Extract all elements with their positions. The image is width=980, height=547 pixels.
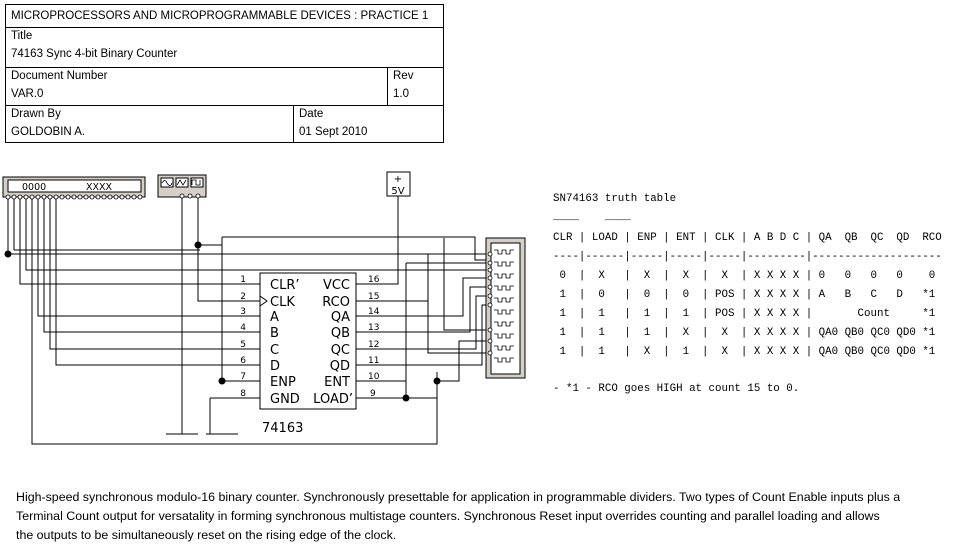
pin-13-number: 13	[368, 323, 379, 333]
drawn-by-value: GOLDOBIN A.	[11, 126, 86, 138]
square-wave-icon	[190, 177, 204, 188]
description-line: High-speed synchronous modulo-16 binary …	[16, 490, 901, 504]
chip-name: 74163	[262, 421, 303, 436]
revision-cell: Rev 1.0	[388, 68, 443, 105]
pin-15-number: 15	[368, 292, 379, 302]
chip-74163[interactable]: 1 2 3 4 5 6 7 8 16 15 14 13 12 11 10 9 C…	[240, 272, 380, 436]
truth-table-row: 1 | 1 | 1 | 1 | POS | X X X X | Count *1	[553, 308, 936, 320]
pin-7-number: 7	[240, 372, 246, 382]
truth-table-row: 1 | 0 | 0 | 0 | POS | X X X X | A B C D …	[553, 289, 936, 301]
pin-2-label: CLK	[270, 295, 295, 310]
title-block-author-row: Drawn By GOLDOBIN A. Date 01 Sept 2010	[6, 106, 443, 143]
drawn-by-cell: Drawn By GOLDOBIN A.	[6, 106, 294, 143]
truth-table-row: 1 | 1 | X | 1 | X | X X X X | QA0 QB0 QC…	[553, 346, 936, 358]
date-cell: Date 01 Sept 2010	[294, 106, 443, 143]
truth-table-row: 1 | 1 | 1 | X | X | X X X X | QA0 QB0 QC…	[553, 327, 936, 339]
pin-5-number: 5	[240, 340, 246, 350]
truth-table-header: CLR | LOAD | ENP | ENT | CLK | A B D C |…	[553, 232, 942, 244]
pin-9-number: 9	[370, 389, 376, 399]
pin-9-label: LOAD’	[313, 392, 353, 407]
title-label: Title	[11, 30, 33, 42]
pin-12-number: 12	[368, 340, 379, 350]
pin-5-label: C	[270, 343, 279, 358]
document-number-label: Document Number	[11, 70, 108, 82]
pin-4-label: B	[270, 326, 279, 341]
document-number-cell: Document Number VAR.0	[6, 68, 388, 105]
truth-table-title: SN74163 truth table	[553, 193, 677, 205]
pin-10-number: 10	[368, 372, 380, 382]
course-title: MICROPROCESSORS AND MICROPROGRAMMABLE DE…	[11, 10, 429, 22]
pin-8-number: 8	[240, 389, 246, 399]
pin-3-label: A	[270, 310, 279, 325]
triangle-wave-icon	[175, 177, 189, 188]
word-generator-right-value: XXXX	[86, 182, 113, 193]
date-label: Date	[299, 108, 324, 120]
pin-15-label: RCO	[322, 295, 350, 310]
date-value: 01 Sept 2010	[299, 126, 368, 138]
document-number-value: VAR.0	[11, 88, 44, 100]
pin-1-number: 1	[240, 275, 246, 285]
revision-value: 1.0	[393, 88, 409, 100]
pin-1-label: CLR’	[270, 278, 300, 293]
title-value: 74163 Sync 4-bit Binary Counter	[11, 48, 178, 60]
drawn-by-label: Drawn By	[11, 108, 61, 120]
pin-16-number: 16	[368, 275, 380, 285]
pin-16-label: VCC	[323, 278, 350, 293]
truth-table-row: 0 | X | X | X | X | X X X X | 0 0 0 0 0	[553, 270, 936, 282]
pin-14-number: 14	[368, 307, 380, 317]
power-source-label: 5V	[391, 186, 404, 197]
truth-table-overbars: ____ ____	[553, 211, 631, 223]
title-block-title-row: Title 74163 Sync 4-bit Binary Counter	[6, 28, 443, 68]
title-block-header-row: MICROPROCESSORS AND MICROPROGRAMMABLE DE…	[6, 5, 443, 28]
title-block-document-row: Document Number VAR.0 Rev 1.0	[6, 68, 443, 106]
power-source-5v[interactable]: + 5V	[386, 171, 411, 197]
description: High-speed synchronous modulo-16 binary …	[16, 488, 976, 545]
power-source-sign: +	[394, 174, 402, 185]
pin-3-number: 3	[240, 307, 246, 317]
truth-table-footnote: - *1 - RCO goes HIGH at count 15 to 0.	[553, 383, 800, 395]
title-block: MICROPROCESSORS AND MICROPROGRAMMABLE DE…	[5, 4, 444, 143]
pin-4-number: 4	[240, 323, 246, 333]
description-line: Terminal Count output for versatality in…	[16, 509, 880, 523]
description-line: the outputs to be simultaneously reset o…	[16, 528, 397, 542]
pin-7-label: ENP	[270, 375, 296, 390]
logic-analyzer[interactable]	[485, 237, 526, 379]
pin-13-label: QB	[331, 326, 350, 341]
word-generator[interactable]: 0000 XXXX	[2, 176, 146, 200]
truth-table-separator: ----|------|-----|-----|-----|---------|…	[553, 251, 942, 263]
function-generator[interactable]	[157, 174, 207, 199]
revision-label: Rev	[393, 70, 414, 82]
pin-11-number: 11	[368, 356, 379, 366]
pin-2-number: 2	[240, 292, 246, 302]
pin-6-number: 6	[240, 356, 246, 366]
pin-10-label: ENT	[324, 375, 350, 390]
pin-12-label: QC	[331, 343, 350, 358]
word-generator-left-value: 0000	[22, 182, 46, 193]
pin-8-label: GND	[270, 392, 300, 407]
schematic-canvas: 0000 XXXX + 5V	[2, 171, 526, 445]
pin-11-label: QD	[330, 359, 350, 374]
pin-6-label: D	[270, 359, 280, 374]
pin-14-label: QA	[331, 310, 350, 325]
